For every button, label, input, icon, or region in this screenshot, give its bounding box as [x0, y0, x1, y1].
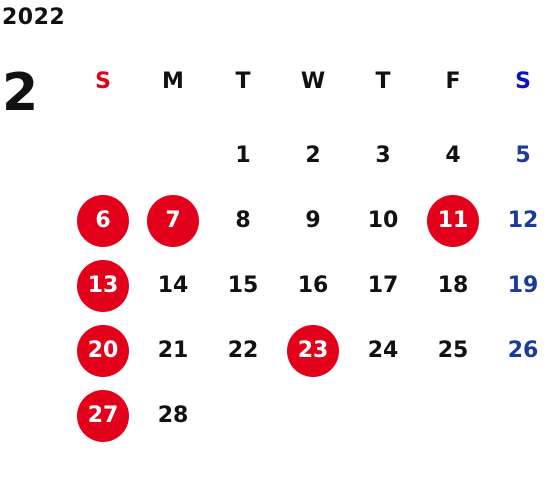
day-cell[interactable]: 5	[488, 123, 548, 188]
weekday-header-friday: F	[445, 69, 461, 94]
date-number: 17	[367, 273, 399, 298]
date-number: 16	[297, 273, 329, 298]
day-cell[interactable]: 4	[418, 123, 488, 188]
day-cell[interactable]: 16	[278, 253, 348, 318]
holiday-date-marker: 23	[287, 324, 339, 377]
weekday-header-sunday: S	[95, 69, 111, 94]
day-cell[interactable]: 6	[68, 188, 138, 253]
day-cell[interactable]: 20	[68, 318, 138, 383]
day-cell[interactable]: 26	[488, 318, 548, 383]
day-cell[interactable]: 22	[208, 318, 278, 383]
weekday-header-thursday: T	[375, 69, 391, 94]
holiday-date-marker: 6	[77, 194, 129, 247]
day-cell[interactable]: 15	[208, 253, 278, 318]
day-cell[interactable]: 13	[68, 253, 138, 318]
weekday-header-saturday: S	[515, 69, 531, 94]
day-cell[interactable]: 11	[418, 188, 488, 253]
day-cell[interactable]: 3	[348, 123, 418, 188]
date-number: 28	[157, 403, 189, 428]
holiday-date-marker: 27	[77, 389, 129, 442]
day-cell[interactable]: 19	[488, 253, 548, 318]
date-number: 14	[157, 273, 189, 298]
day-cell[interactable]: 7	[138, 188, 208, 253]
day-cell[interactable]: 1	[208, 123, 278, 188]
day-cell[interactable]: 12	[488, 188, 548, 253]
day-cell[interactable]: 2	[278, 123, 348, 188]
date-number: 1	[235, 143, 251, 168]
weekday-header-monday: M	[162, 69, 184, 94]
day-cell[interactable]: 25	[418, 318, 488, 383]
date-number: 4	[445, 143, 461, 168]
date-number: 22	[227, 338, 259, 363]
month-number: 2	[2, 63, 39, 123]
date-number: 5	[515, 143, 531, 168]
date-number: 8	[235, 208, 251, 233]
date-number: 26	[507, 338, 539, 363]
holiday-date-marker: 11	[427, 194, 479, 247]
empty-cell	[138, 123, 208, 188]
date-number: 18	[437, 273, 469, 298]
holiday-date-marker: 13	[77, 259, 129, 312]
day-cell[interactable]: 17	[348, 253, 418, 318]
day-cell[interactable]: 8	[208, 188, 278, 253]
holiday-date-marker: 7	[147, 194, 199, 247]
day-cell[interactable]: 23	[278, 318, 348, 383]
date-number: 15	[227, 273, 259, 298]
day-cell[interactable]: 10	[348, 188, 418, 253]
empty-cell	[68, 123, 138, 188]
date-number: 24	[367, 338, 399, 363]
day-cell[interactable]: 28	[138, 383, 208, 448]
day-cell[interactable]: 21	[138, 318, 208, 383]
holiday-date-marker: 20	[77, 324, 129, 377]
date-number: 12	[507, 208, 539, 233]
day-cell[interactable]: 14	[138, 253, 208, 318]
day-cell[interactable]: 27	[68, 383, 138, 448]
weekday-header-tuesday: T	[235, 69, 251, 94]
date-number: 9	[305, 208, 321, 233]
day-cell[interactable]: 24	[348, 318, 418, 383]
date-number: 25	[437, 338, 469, 363]
year-label: 2022	[2, 5, 66, 30]
date-number: 10	[367, 208, 399, 233]
date-number: 19	[507, 273, 539, 298]
weekday-header-wednesday: W	[300, 69, 326, 94]
date-number: 21	[157, 338, 189, 363]
date-number: 2	[305, 143, 321, 168]
day-cell[interactable]: 9	[278, 188, 348, 253]
day-cell[interactable]: 18	[418, 253, 488, 318]
date-number: 3	[375, 143, 391, 168]
